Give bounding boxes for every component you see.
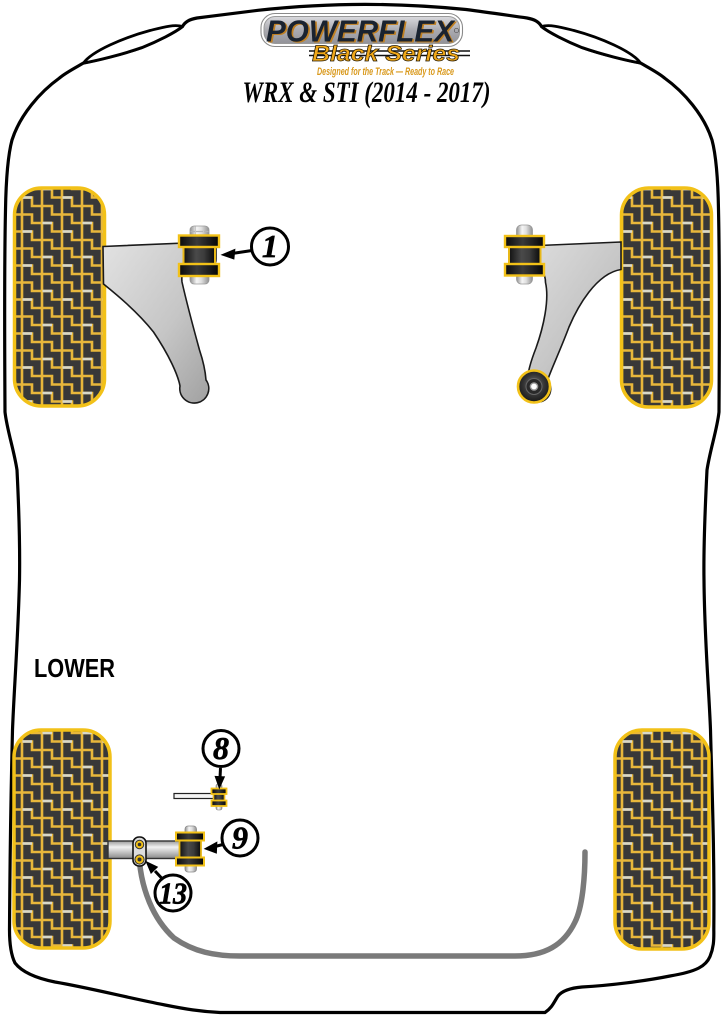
svg-text:Designed for the Track — Ready: Designed for the Track — Ready to Race: [317, 66, 454, 78]
svg-text:Black Series: Black Series: [312, 41, 460, 66]
svg-text:POWERFLEX: POWERFLEX: [266, 14, 456, 49]
svg-text:1: 1: [262, 228, 278, 264]
svg-text:LOWER: LOWER: [34, 653, 115, 683]
svg-text:WRX & STI (2014 - 2017): WRX & STI (2014 - 2017): [243, 77, 491, 109]
svg-text:POWERFLEX: POWERFLEX: [268, 14, 458, 49]
svg-text:9: 9: [232, 820, 248, 856]
svg-text:13: 13: [159, 876, 187, 911]
svg-text:8: 8: [213, 730, 229, 766]
